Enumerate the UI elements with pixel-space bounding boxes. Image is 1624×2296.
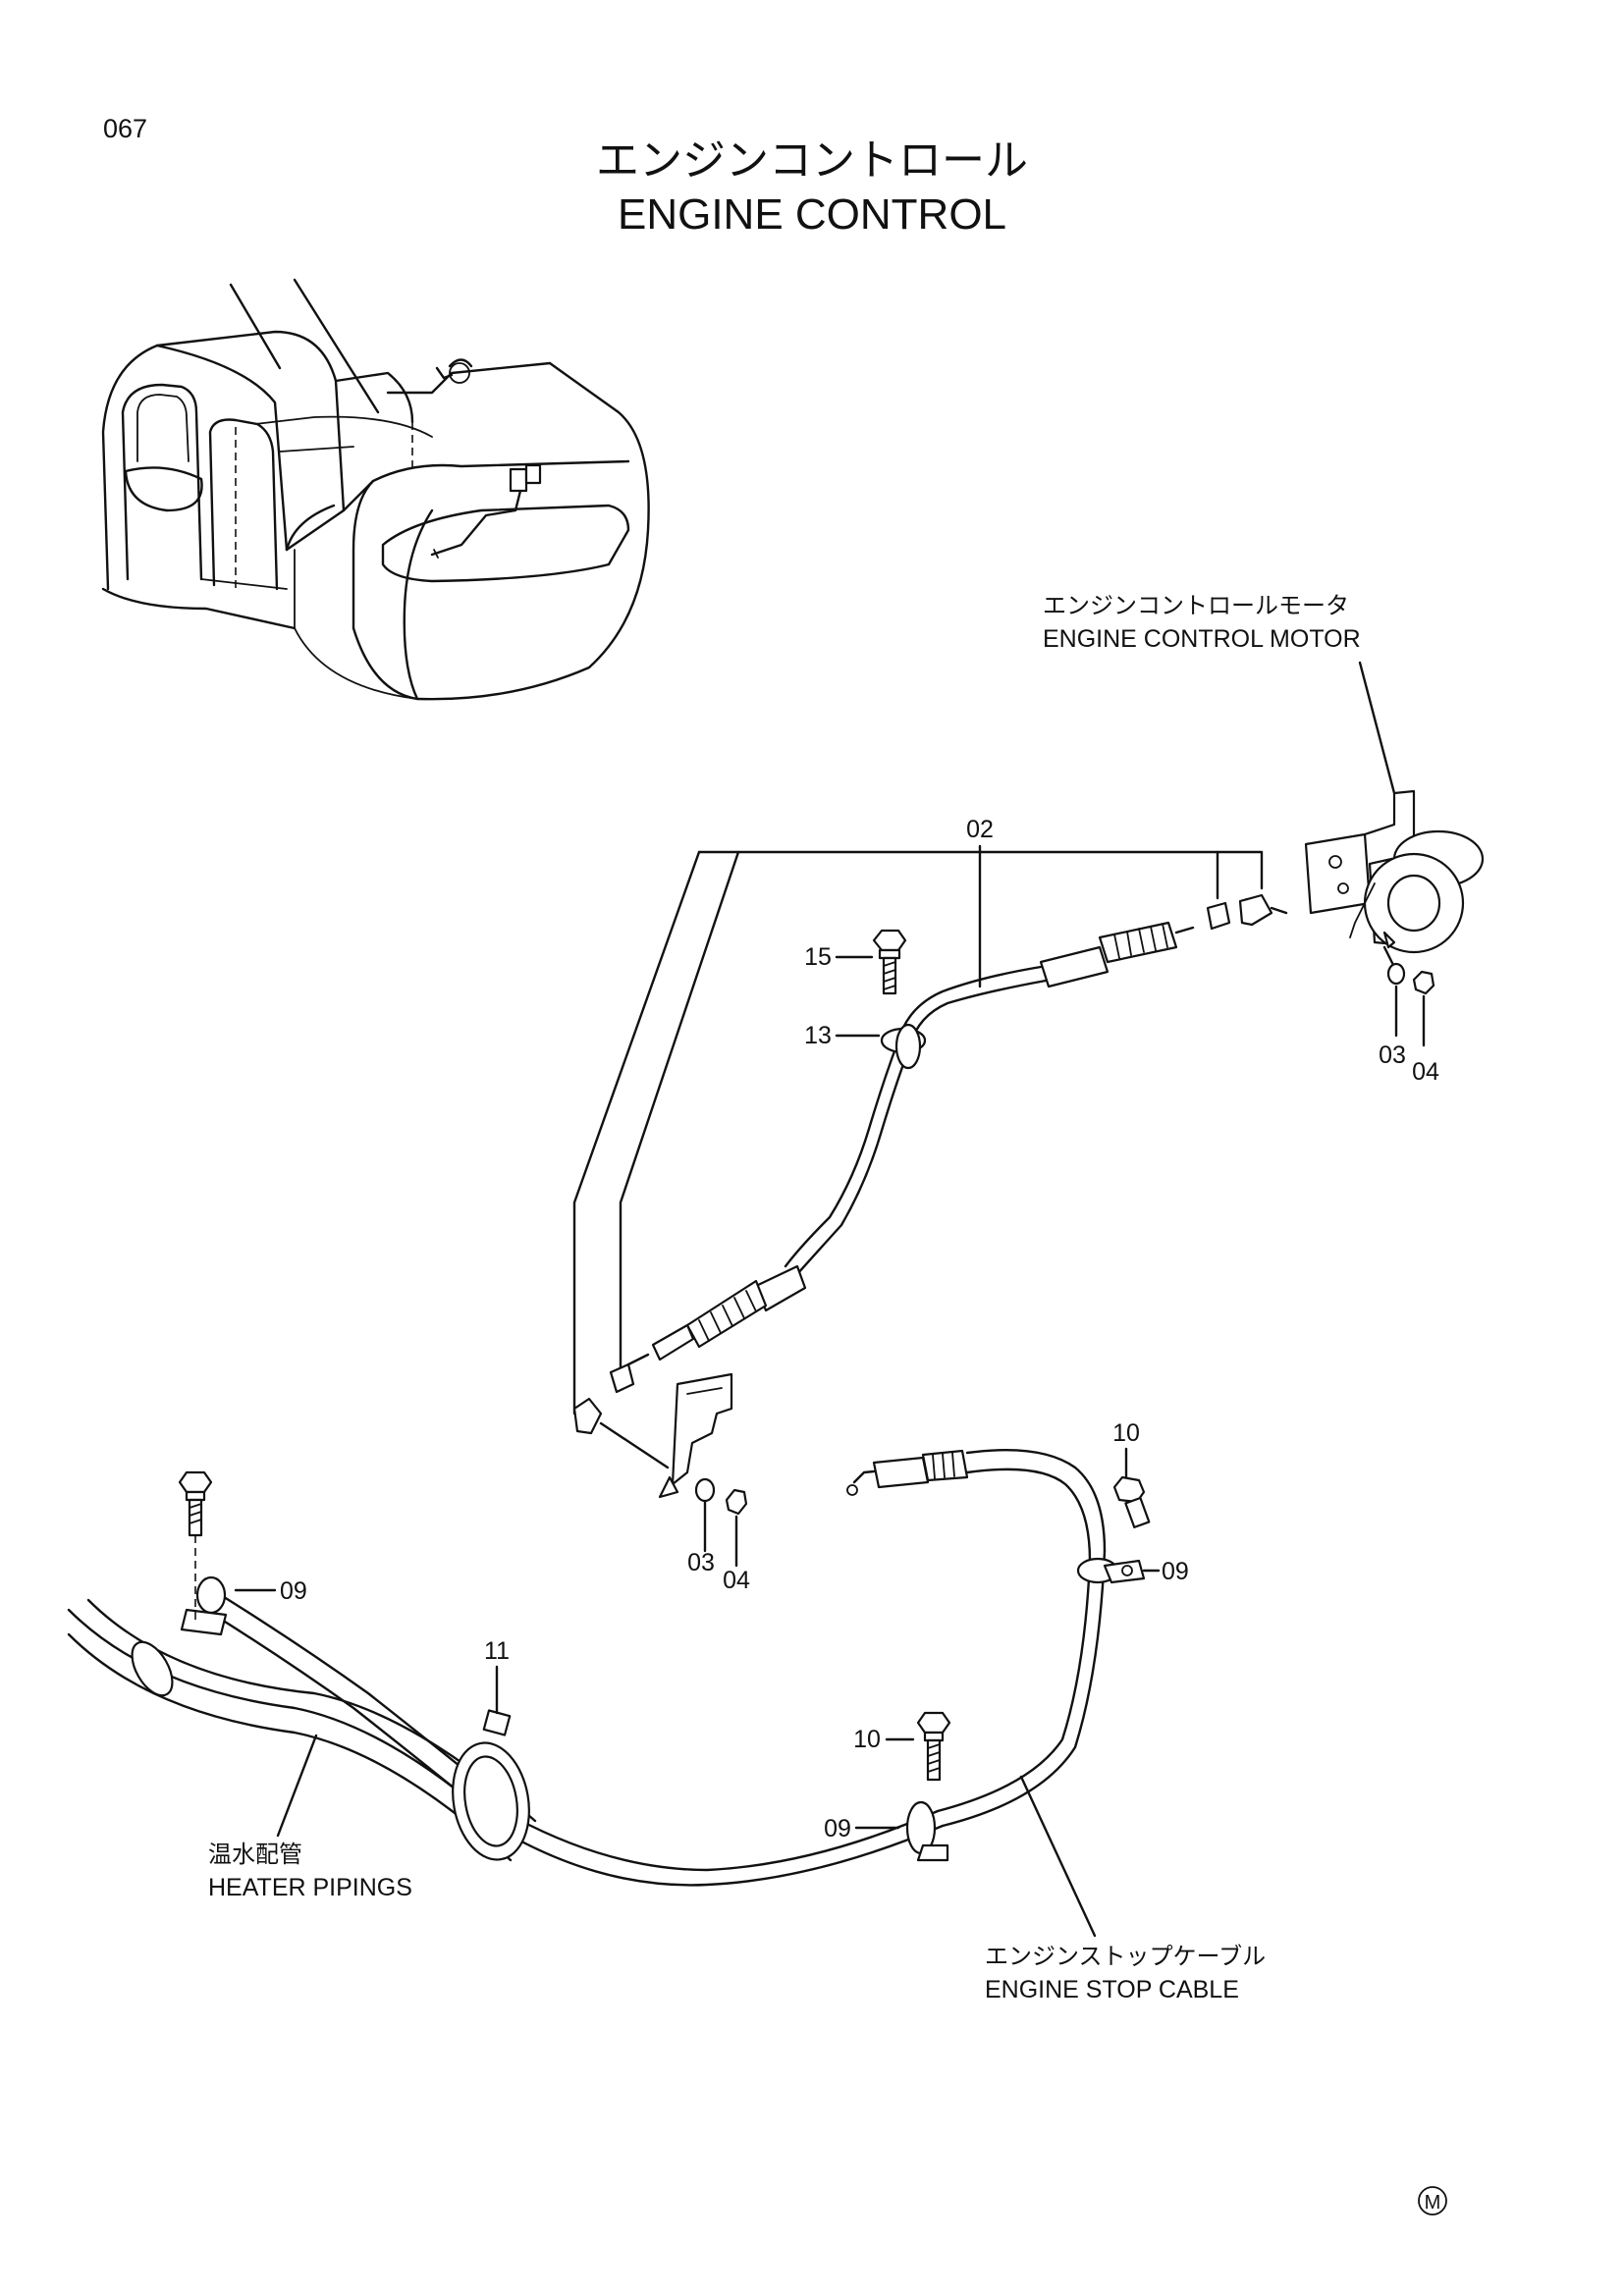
bolt-10-upper [1112,1475,1151,1528]
callout-04-motor: 04 [1412,1058,1439,1086]
page-title-en: ENGINE CONTROL [618,190,1006,239]
page-title-jp: エンジンコントロール [596,136,1028,185]
callout-15: 15 [804,943,832,971]
callout-02: 02 [966,816,994,843]
callout-10-lower: 10 [853,1726,881,1753]
lever-bracket [658,1372,748,1568]
bolt-10-lower [916,1711,951,1782]
heater-label-jp: 温水配管 [208,1842,302,1868]
clamp-09-upper [1076,1557,1146,1584]
clamp-09-lower [905,1800,949,1862]
callout-10-upper: 10 [1112,1419,1140,1447]
engine-control-motor [1304,789,1485,954]
callout-04-lever: 04 [723,1567,750,1594]
callout-09-lower: 09 [824,1815,851,1842]
footer-mark: M [1425,2192,1441,2214]
stop-cable-label-en: ENGINE STOP CABLE [985,1976,1239,2003]
motor-label-jp: エンジンコントロールモータ [1043,593,1349,619]
callout-03-lever: 03 [687,1549,715,1576]
callout-09-upper: 09 [1162,1558,1189,1585]
callout-09-left: 09 [280,1577,307,1605]
excavator-overview [101,278,650,701]
bolt-15 [872,929,907,995]
motor-label-en: ENGINE CONTROL MOTOR [1043,625,1361,653]
heater-clamp-bolt [178,1470,213,1620]
heater-label-en: HEATER PIPINGS [208,1874,412,1901]
footer-mark-circle [1418,2186,1447,2216]
clamp-13 [880,1023,927,1070]
stop-cable-leader-line [1019,1775,1097,1938]
heater-leader-line [276,1734,318,1838]
stop-cable-label-jp: エンジンストップケーブル [985,1944,1266,1970]
engine-stop-cable [509,1448,1107,1887]
motor-leader-line [1358,661,1396,795]
page-number: 067 [103,114,147,143]
heater-pipings [67,1575,537,1862]
motor-washer-nut [1382,945,1435,1047]
callout-13: 13 [804,1022,832,1049]
engine-control-cable [572,893,1288,1469]
callout-02-bracket: 02 [572,816,1264,1415]
callout-03-motor: 03 [1379,1041,1406,1069]
callout-11: 11 [484,1637,510,1665]
